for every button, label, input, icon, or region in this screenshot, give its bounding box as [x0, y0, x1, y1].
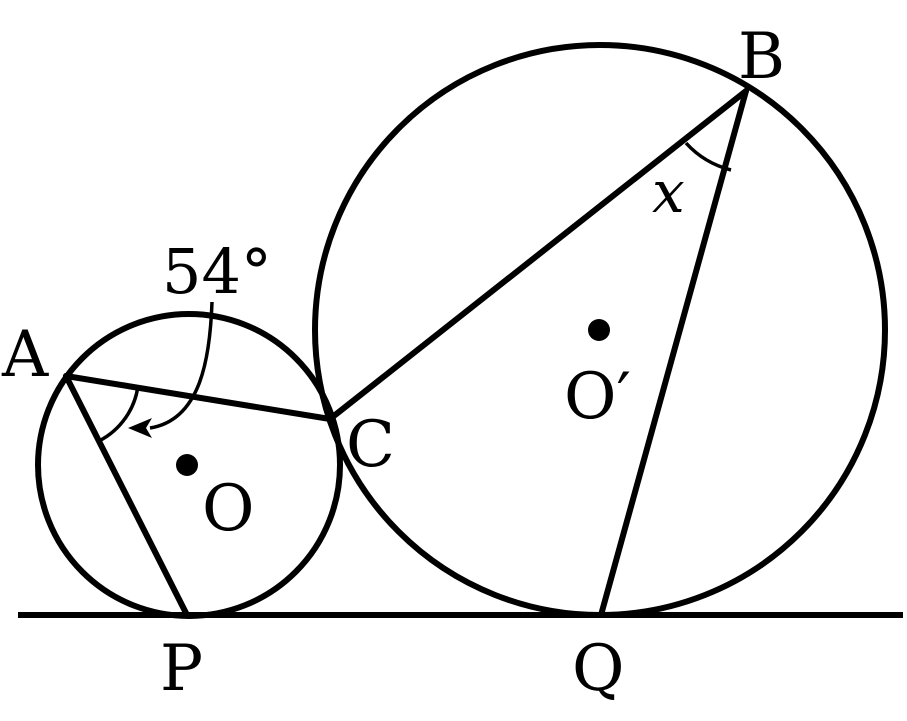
segment-ac [63, 373, 333, 422]
segment-cb [327, 88, 749, 422]
label-b: B [738, 20, 785, 94]
label-angle-54: 54° [162, 235, 272, 308]
label-x: x [652, 158, 685, 226]
label-o-prime: O′ [564, 360, 631, 434]
label-q: Q [572, 632, 624, 706]
segment-bq [598, 88, 749, 618]
segment-ap [63, 373, 190, 618]
angle-leader-arrowhead [128, 418, 152, 438]
center-dot-o-prime [588, 319, 610, 341]
label-a: A [1, 318, 49, 392]
label-o: O [202, 472, 254, 546]
label-c: C [346, 408, 395, 482]
angle-arc-b [684, 141, 732, 172]
angle-arc-a [98, 385, 140, 443]
angle-leader-line [149, 301, 214, 430]
center-dot-o [176, 454, 198, 476]
label-p: P [160, 632, 203, 706]
